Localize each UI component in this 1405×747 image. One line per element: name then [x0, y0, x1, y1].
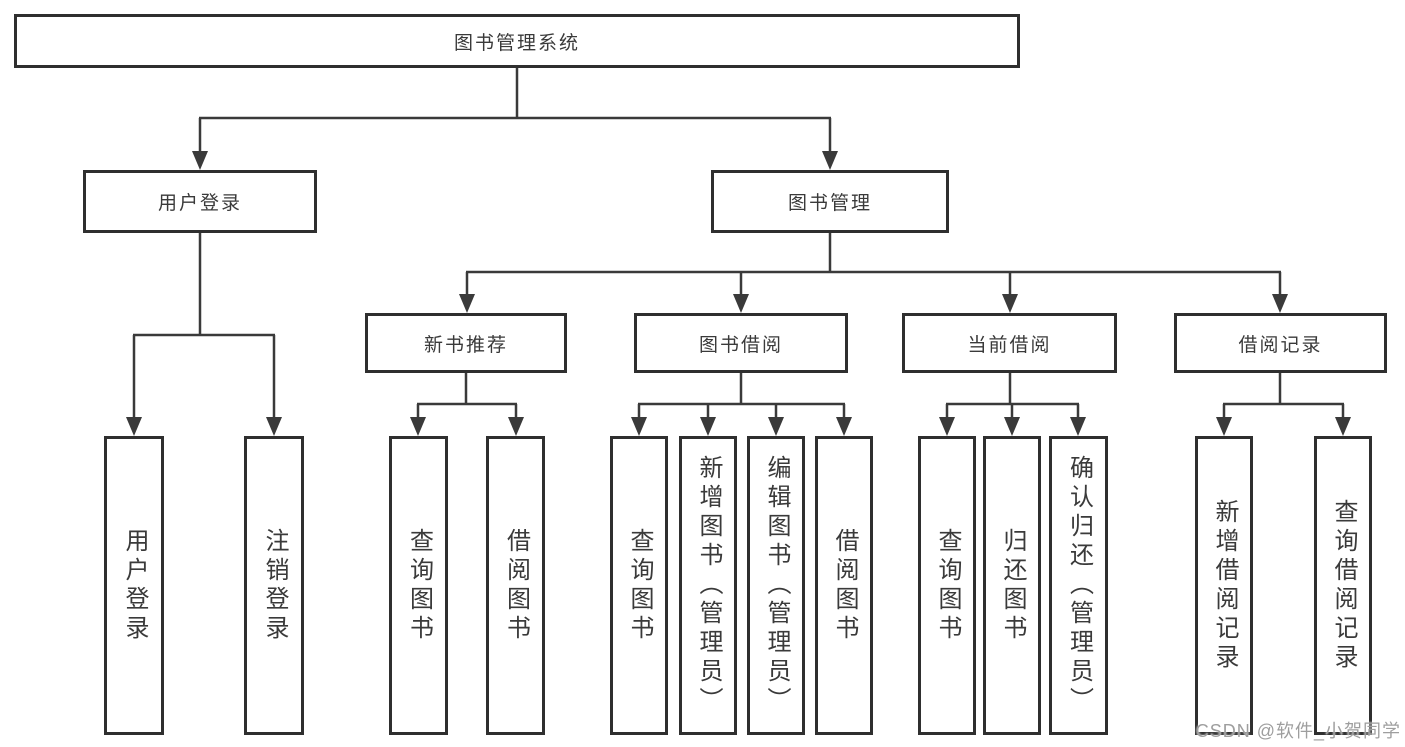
leaf-borrow-books-recommend: 借阅图书	[486, 436, 545, 735]
leaf-logout-login: 注销登录	[244, 436, 304, 735]
node-new-book-recommend: 新书推荐	[365, 313, 567, 373]
leaf-label: 查询图书	[405, 527, 433, 644]
node-user-login: 用户登录	[83, 170, 317, 233]
leaf-label: 用户登录	[121, 527, 148, 644]
leaf-query-books-borrowing: 查询图书	[610, 436, 668, 735]
leaf-label: 查询借阅记录	[1330, 498, 1357, 673]
csdn-watermark: CSDN @软件_小贺同学	[1195, 721, 1401, 741]
leaf-label: 注销登录	[261, 527, 288, 644]
leaf-query-books-current: 查询图书	[918, 436, 976, 735]
leaf-add-borrow-record: 新增借阅记录	[1195, 436, 1253, 735]
leaf-return-books: 归还图书	[983, 436, 1041, 735]
leaf-confirm-return-admin: 确认归还（管理员）	[1049, 436, 1108, 735]
leaf-label: 借阅图书	[502, 527, 530, 644]
leaf-label: 归还图书	[999, 527, 1026, 644]
leaf-label: 查询图书	[934, 527, 961, 644]
leaf-query-borrow-record: 查询借阅记录	[1314, 436, 1372, 735]
leaf-label: 编辑图书（管理员）	[763, 455, 790, 716]
node-current-borrowing: 当前借阅	[902, 313, 1117, 373]
node-book-borrowing: 图书借阅	[634, 313, 848, 373]
leaf-query-books-recommend: 查询图书	[389, 436, 448, 735]
leaf-borrow-books-borrowing: 借阅图书	[815, 436, 873, 735]
leaf-add-books-admin: 新增图书（管理员）	[679, 436, 737, 735]
arrowhead-icons	[126, 151, 1351, 436]
leaf-label: 确认归还（管理员）	[1065, 455, 1093, 716]
leaf-edit-books-admin: 编辑图书（管理员）	[747, 436, 805, 735]
leaf-label: 新增借阅记录	[1211, 498, 1238, 673]
node-borrowing-records: 借阅记录	[1174, 313, 1387, 373]
leaf-label: 借阅图书	[831, 527, 858, 644]
leaf-label: 新增图书（管理员）	[695, 455, 722, 716]
leaf-label: 查询图书	[626, 527, 653, 644]
node-root-library-system: 图书管理系统	[14, 14, 1020, 68]
node-book-management: 图书管理	[711, 170, 949, 233]
leaf-user-login: 用户登录	[104, 436, 164, 735]
